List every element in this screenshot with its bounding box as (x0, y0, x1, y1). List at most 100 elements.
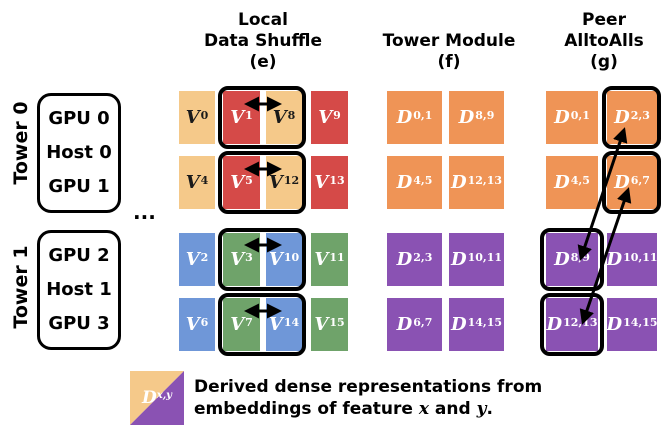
shuffle-cell-r1-c2-sup: 12 (283, 174, 300, 187)
shuffle-cell-r1-c1-sup: 5 (245, 174, 253, 187)
header-f-line1: Tower Module (382, 31, 516, 51)
shuffle-cell-r0-c0-sup: 0 (200, 109, 209, 122)
header-e-line1: Local (238, 10, 288, 30)
shuffle-cell-r1-c3-sup: 13 (329, 174, 345, 187)
header-g-line3: (g) (590, 52, 618, 72)
shuffle-cell-r1-c0-sup: 4 (200, 174, 209, 187)
shuffle-cell-r1-c0-base: V (185, 172, 200, 193)
header-local-data-shuffle: Local Data Shuffle (e) (195, 10, 331, 73)
alltoall-cell-r0-c0-sup: 0,1 (570, 109, 590, 122)
gpu-0-label: GPU 0 (48, 108, 110, 129)
shuffle-cell-r2-c1-base: V (230, 249, 245, 270)
tower-module-cell-r2-c1-base: D (450, 249, 467, 270)
shuffle-cell-r3-c3-sup: 15 (329, 316, 345, 329)
shuffle-cell-r2-c2-base: V (268, 249, 283, 270)
shuffle-cell-r0-c3-base: V (318, 107, 333, 128)
alltoall-cell-r3-c0-base: D (546, 314, 563, 335)
shuffle-cell-r3-c0-base: V (185, 314, 200, 335)
alltoall-cell-r0-c0-base: D (554, 107, 570, 128)
legend-text: Derived dense representations from embed… (194, 376, 542, 420)
shuffle-cell-r3-c0-sup: 6 (200, 316, 209, 329)
tower-module-cell-r1-c0-base: D (396, 172, 413, 193)
alltoall-cell-r3-c1-sup: 14,15 (623, 316, 658, 329)
shuffle-cell-r2-c0-base: V (185, 249, 200, 270)
tower-0-gpu-host-box: GPU 0 Host 0 GPU 1 (37, 93, 121, 213)
alltoall-cell-r0-c1-base: D (614, 107, 630, 128)
alltoall-frame-d23 (602, 86, 661, 149)
header-e-line2: Data Shuffle (203, 31, 323, 51)
alltoall-arrow-2 (579, 187, 632, 325)
tower-module-cell-r1-c1-sup: 12,13 (467, 174, 503, 187)
legend-line-2-prefix: embeddings of feature (194, 399, 419, 419)
shuffle-frame-row-2 (218, 228, 306, 291)
tower-module-cell-r0-c1-sup: 8,9 (475, 109, 495, 122)
legend-swatch-sup: x,y (156, 389, 172, 401)
tower-module-cell-r0-c1-base: D (458, 107, 475, 128)
shuffle-cell-r0-c1-base: V (230, 107, 245, 128)
legend-line-2-suffix: . (486, 399, 493, 419)
tower-module-cell-r1-c1-base: D (450, 172, 467, 193)
shuffle-cell-r2-c2-sup: 10 (283, 251, 300, 264)
header-tower-module: Tower Module (f) (374, 31, 524, 73)
header-peer-alltoalls: Peer AlltoAlls (g) (552, 10, 656, 73)
legend-line-2-mid: and (429, 399, 477, 419)
tower-module-cell-r3-c0-base: D (396, 314, 413, 335)
alltoall-cell-r0-c1-sup: 2,3 (630, 109, 650, 122)
tower-module-cell-r0-c0-base: D (396, 107, 413, 128)
tower-module-cell-r2-c0-sup: 2,3 (413, 251, 433, 264)
tower-module-cell-r2-c1-sup: 10,11 (467, 251, 503, 264)
legend-var-x: x (418, 399, 430, 419)
header-e-line3: (e) (249, 52, 277, 72)
shuffle-cell-r0-c2-sup: 8 (287, 109, 296, 122)
shuffle-frame-row-1 (218, 151, 306, 214)
shuffle-cell-r3-c2-base: V (268, 314, 283, 335)
shuffle-cell-r2-c0-sup: 2 (200, 251, 209, 264)
shuffle-cell-r2-c3-base: V (314, 249, 329, 270)
ellipsis: ... (133, 200, 156, 224)
alltoall-cell-r1-c0-base: D (554, 172, 570, 193)
shuffle-cell-r0-c0-base: V (185, 107, 200, 128)
legend-var-y: y (476, 399, 487, 419)
legend-swatch (130, 371, 184, 425)
header-f-line2: (f) (437, 52, 461, 72)
gpu-1-label: GPU 1 (48, 176, 110, 197)
shuffle-cell-r0-c3-sup: 9 (333, 109, 341, 122)
shuffle-cell-r1-c2-base: V (268, 172, 283, 193)
shuffle-cell-r1-c3-base: V (314, 172, 329, 193)
shuffle-cell-r0-c2-base: V (272, 107, 287, 128)
gpu-2-label: GPU 2 (48, 245, 110, 266)
legend-swatch-base: D (141, 388, 157, 408)
shuffle-cell-r3-c1-sup: 7 (245, 316, 253, 329)
alltoall-arrow-1 (577, 127, 628, 261)
tower-module-cell-r0-c0-sup: 0,1 (413, 109, 433, 122)
tower-module-cell-r3-c0-sup: 6,7 (413, 316, 433, 329)
shuffle-cell-r3-c3-base: V (314, 314, 329, 335)
header-g-line2: AlltoAlls (564, 31, 644, 51)
shuffle-cell-r2-c3-sup: 11 (329, 251, 345, 264)
shuffle-cell-r2-c1-sup: 3 (245, 251, 253, 264)
shuffle-frame-row-0 (218, 86, 306, 149)
tower-module-cell-r3-c1-sup: 14,15 (467, 316, 503, 329)
alltoall-cell-r2-c0-base: D (554, 249, 570, 270)
shuffle-cell-r1-c1-base: V (230, 172, 245, 193)
legend-line-2: embeddings of feature x and y. (194, 398, 542, 420)
tower-module-cell-r1-c0-sup: 4,5 (413, 174, 433, 187)
host-1-label: Host 1 (46, 279, 112, 300)
alltoall-cell-r1-c1-sup: 6,7 (630, 174, 650, 187)
alltoall-cell-r2-c1-sup: 10,11 (623, 251, 658, 264)
